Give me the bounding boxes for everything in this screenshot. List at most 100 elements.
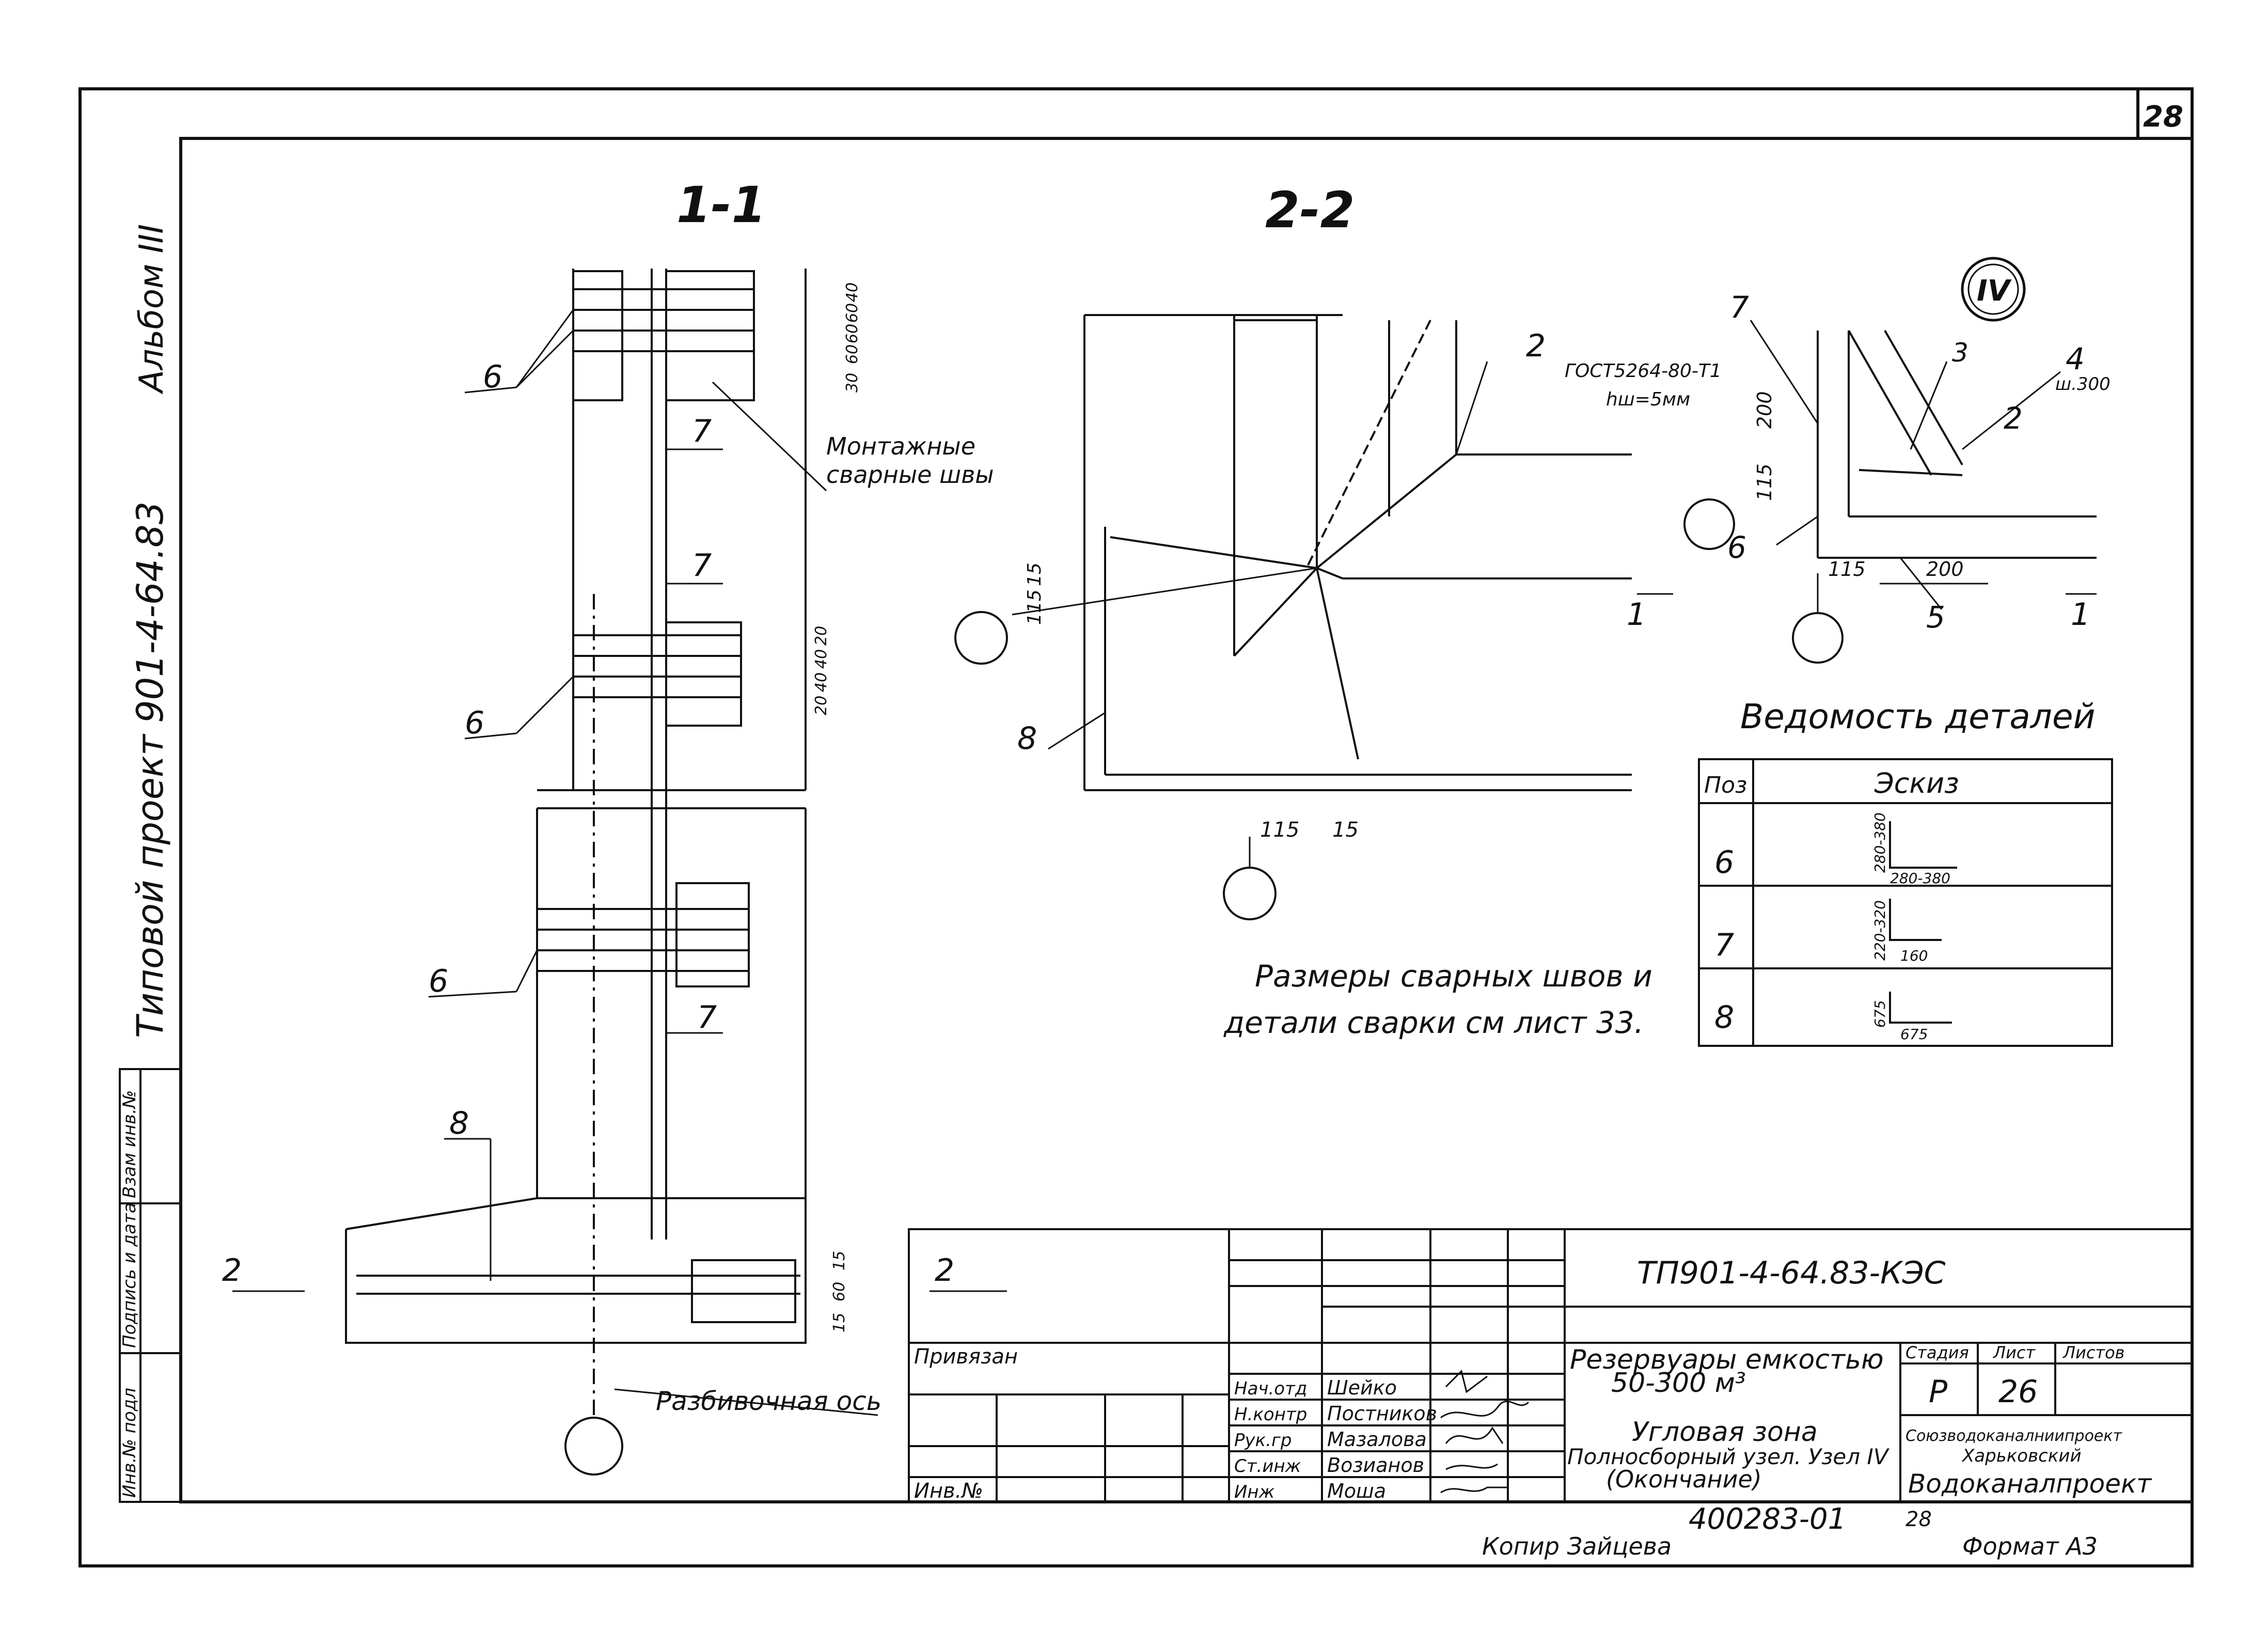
stamp-cell-2: Подпись и дата (119, 1202, 140, 1348)
stamp-cell-3: Инв.№ подл (119, 1388, 140, 1498)
dim-115-horizontal: 115 (1260, 818, 1299, 842)
inv-label: Инв.№ (914, 1479, 983, 1503)
section-2-callout-2: 2 (1526, 328, 1546, 364)
node-iv-dim-115-v: 115 (1753, 463, 1776, 501)
name-2: Постников (1327, 1402, 1437, 1425)
schedule-pos-8: 8 (1714, 999, 1734, 1036)
welds-label-line-1: Монтажные (826, 432, 975, 460)
sheet-title-line-1: Угловая зона (1632, 1417, 1818, 1448)
attached-label: Привязан (914, 1345, 1018, 1369)
note-line-1: Размеры сварных швов и (1255, 959, 1652, 994)
node-iv-callout-2: 2 (2004, 401, 2023, 436)
axis-bubble-1 (564, 1417, 623, 1476)
welds-label-line-2: сварные швы (826, 461, 994, 489)
section-1-callout-6c: 6 (429, 963, 448, 999)
schedule-col-sketch: Эскиз (1874, 767, 1959, 799)
sheet-value: 26 (1998, 1374, 2038, 1410)
section-1-callout-6b: 6 (465, 705, 484, 741)
signatures (1440, 1370, 1530, 1494)
object-line-1: Резервуары емкостью (1570, 1344, 1884, 1375)
gost-label: ГОСТ5264-80-Т1 (1565, 360, 1722, 382)
album-label: Альбом III (133, 224, 171, 395)
dim-bottom-3: 15 (830, 1313, 848, 1332)
object-line-2: 50-300 м³ (1611, 1368, 1746, 1399)
cut-label-right: 2 (935, 1252, 954, 1289)
sheet-title-line-2: Полносборный узел. Узел IV (1567, 1444, 1890, 1469)
stamp-cell-1: Взам инв.№ (119, 1090, 140, 1198)
dim-115-vertical: 115 (1024, 589, 1045, 625)
note-line-2: детали сварки см лист 33. (1223, 1005, 1644, 1040)
node-iv-circle (1961, 257, 2026, 322)
format-label: Формат А3 (1962, 1532, 2098, 1560)
cut-label-left: 2 (222, 1252, 242, 1289)
name-3: Мазалова (1327, 1428, 1427, 1451)
dim-15-horizontal: 15 (1332, 818, 1359, 842)
stage-value: Р (1929, 1374, 1948, 1410)
node-iv: IV 7 3 4 2 6 5 ш.300 200 (1627, 257, 2110, 664)
section-1-callout-6a: 6 (483, 359, 502, 395)
schedule-8-dim-h: 675 (1900, 1026, 1928, 1043)
role-1: Нач.отд (1234, 1378, 1307, 1399)
axis-bubble-2b (1223, 867, 1277, 920)
weld-size-label: hш=5мм (1606, 389, 1690, 410)
node-iv-cut-left: 1 (1627, 597, 1646, 633)
org-line-3: Водоканалпроект (1908, 1469, 2152, 1499)
schedule-col-pos: Поз (1704, 772, 1747, 798)
section-2-2: 2-2 2 (954, 181, 1722, 920)
name-1: Шейко (1327, 1376, 1397, 1399)
org-line-1: Союзводоканалниипроект (1905, 1427, 2123, 1445)
dim-top-3: 60 (843, 324, 861, 343)
parts-schedule: Ведомость деталей Поз Эскиз 6 280-380 28… (1698, 697, 2113, 1047)
dim-mid-1: 20 (812, 626, 830, 646)
project-label: Типовой проект 901-4-64.83 (129, 501, 171, 1038)
schedule-title: Ведомость деталей (1740, 697, 2096, 736)
sheet-header: Лист (1993, 1343, 2036, 1362)
dim-top-4: 60 (843, 344, 861, 364)
title-block: ТП901-4-64.83-КЭС Привязан Инв.№ Нач.отд… (908, 1228, 2193, 1503)
sheet-number: 28 (2143, 100, 2183, 134)
role-3: Рук.гр (1234, 1430, 1292, 1451)
dim-top-1: 40 (843, 283, 861, 302)
dim-bottom-2: 60 (830, 1282, 848, 1301)
section-1-title: 1-1 (676, 176, 766, 234)
section-2-title: 2-2 (1265, 181, 1354, 239)
sheets-header: Листов (2062, 1343, 2125, 1362)
node-iv-callout-5: 5 (1926, 600, 1945, 635)
section-1-1: 1-1 (222, 176, 1007, 1476)
dim-mid-3: 40 (812, 672, 830, 692)
dim-mid-2: 40 (812, 649, 830, 669)
org-line-2: Харьковский (1961, 1446, 2082, 1466)
schedule-6-dim-v: 280-380 (1871, 812, 1888, 873)
role-5: Инж (1234, 1482, 1275, 1502)
node-iv-dim-200-v: 200 (1753, 391, 1776, 429)
dim-top-5: 30 (843, 373, 861, 393)
schedule-pos-7: 7 (1714, 927, 1734, 963)
node-iv-pitch: ш.300 (2055, 374, 2110, 395)
schedule-7-dim-v: 220-320 (1871, 900, 1888, 961)
node-iv-dim-200-h: 200 (1926, 558, 1964, 581)
node-iv-callout-6: 6 (1727, 530, 1746, 565)
node-iv-cut-right: 1 (2071, 597, 2090, 633)
dim-bottom-1: 15 (830, 1251, 848, 1270)
node-iv-dim-115-h: 115 (1828, 558, 1866, 581)
section-1-callout-7c: 7 (697, 999, 717, 1036)
node-iv-callout-4: 4 (2066, 341, 2085, 377)
node-iv-callout-7: 7 (1730, 290, 1749, 325)
inventory-stamp: 400283-01 (1689, 1502, 1846, 1536)
section-1-callout-7b: 7 (692, 547, 712, 584)
schedule-7-dim-h: 160 (1900, 947, 1928, 964)
dim-15-vertical: 15 (1024, 562, 1045, 586)
role-4: Ст.инж (1234, 1456, 1301, 1477)
name-4: Возианов (1327, 1454, 1424, 1477)
node-iv-label: IV (1977, 274, 2012, 308)
inventory-sheet: 28 (1905, 1508, 1932, 1531)
axis-bubble-2a (954, 611, 1008, 665)
node-iv-bubble-a (1683, 498, 1735, 550)
dim-top-2: 60 (843, 303, 861, 323)
node-iv-callout-3: 3 (1952, 338, 1968, 368)
schedule-6-dim-h: 280-380 (1890, 870, 1950, 887)
dim-mid-4: 20 (812, 696, 830, 715)
role-2: Н.контр (1234, 1404, 1307, 1425)
schedule-8-dim-v: 675 (1871, 1000, 1888, 1028)
